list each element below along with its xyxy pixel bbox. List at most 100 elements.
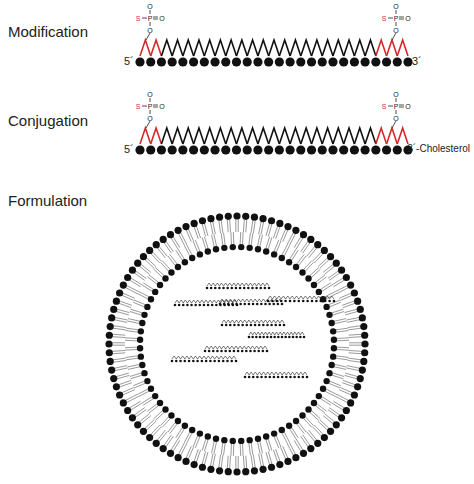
nucleotide bbox=[303, 336, 306, 339]
lipid-head bbox=[359, 314, 366, 321]
backbone bbox=[249, 332, 304, 335]
lipid-head bbox=[259, 215, 266, 222]
lipid-head bbox=[357, 306, 364, 313]
lipid-head bbox=[124, 407, 131, 414]
lipid-tail bbox=[131, 375, 142, 379]
nucleotide bbox=[244, 376, 247, 379]
lipid-tail bbox=[251, 233, 253, 245]
lipid-tail bbox=[178, 429, 184, 439]
lipid-head bbox=[157, 282, 163, 288]
lipid-head bbox=[343, 274, 350, 281]
lipid-tail bbox=[125, 394, 137, 400]
lipid-head bbox=[216, 214, 223, 221]
nucleotide bbox=[298, 300, 301, 303]
bond bbox=[396, 10, 397, 14]
lipid-head bbox=[140, 253, 147, 260]
lipid-head bbox=[238, 244, 244, 250]
lipid-tail bbox=[348, 326, 361, 328]
nucleotide bbox=[188, 360, 191, 363]
nucleotide bbox=[218, 287, 221, 290]
nucleotide bbox=[257, 350, 260, 353]
lipid-tail bbox=[294, 237, 301, 248]
lipid-tail bbox=[337, 347, 349, 349]
lipid-head bbox=[108, 366, 115, 373]
lipid-tail bbox=[329, 300, 340, 305]
strand-end: 5´ bbox=[124, 56, 134, 67]
lipid-tail bbox=[214, 442, 217, 454]
lipid-tail bbox=[299, 256, 306, 266]
lipid-head bbox=[120, 282, 127, 289]
lipid-tail bbox=[287, 444, 293, 456]
lipid-head bbox=[221, 245, 227, 251]
nucleotide bbox=[244, 303, 247, 306]
nucleotide bbox=[371, 145, 380, 154]
lipid-tail bbox=[259, 454, 262, 467]
lipid-tail bbox=[151, 253, 160, 263]
lipid-head bbox=[292, 227, 299, 234]
lipid-tail bbox=[349, 345, 362, 346]
nucleotide bbox=[245, 350, 248, 353]
lipid-head bbox=[351, 391, 358, 398]
lipid-tail bbox=[126, 356, 138, 358]
lipid-head bbox=[360, 323, 367, 330]
lipid-tail bbox=[114, 366, 127, 369]
nucleotide bbox=[212, 350, 215, 353]
lipid-head bbox=[137, 337, 143, 343]
lipid-tail bbox=[304, 261, 312, 270]
lipid-head bbox=[321, 434, 328, 441]
lipid-tail bbox=[120, 301, 132, 305]
nucleotide bbox=[232, 57, 241, 66]
backbone bbox=[247, 40, 258, 56]
lipid-tail bbox=[266, 237, 270, 248]
lipid-head bbox=[333, 421, 340, 428]
lipid-tail bbox=[133, 302, 144, 307]
nucleotide bbox=[223, 304, 226, 307]
lipid-tail bbox=[146, 421, 156, 430]
lipid-tail bbox=[164, 243, 171, 254]
lipid-tail bbox=[123, 390, 135, 395]
lipid-head bbox=[314, 241, 321, 248]
backbone bbox=[215, 128, 226, 144]
lipid-tail bbox=[245, 219, 247, 232]
lipid-tail bbox=[268, 439, 272, 450]
lipid-tail bbox=[115, 317, 128, 320]
lipid-tail bbox=[249, 233, 251, 245]
lipid-head bbox=[242, 468, 249, 475]
nucleotide bbox=[186, 304, 189, 307]
lipid-tail bbox=[153, 427, 162, 437]
lipid-tail bbox=[229, 456, 231, 469]
nucleotide bbox=[324, 300, 327, 303]
nucleotide bbox=[276, 300, 279, 303]
nucleotide bbox=[258, 324, 261, 327]
backbone bbox=[215, 40, 226, 56]
nucleotide bbox=[255, 287, 258, 290]
lipid-tail bbox=[186, 446, 191, 458]
lipid-head bbox=[263, 248, 269, 254]
nucleotide bbox=[259, 336, 262, 339]
lipid-tail bbox=[259, 221, 262, 234]
lipid-tail bbox=[221, 443, 223, 455]
atom-label: O bbox=[393, 115, 398, 122]
lipid-tail bbox=[281, 447, 286, 459]
lipid-tail bbox=[123, 293, 135, 298]
lipid-tail bbox=[325, 291, 336, 297]
lipid-tail bbox=[154, 269, 163, 277]
backbone bbox=[301, 128, 312, 144]
backbone bbox=[376, 128, 387, 144]
nucleotide bbox=[253, 350, 256, 353]
lipid-tail bbox=[242, 444, 244, 456]
lipid-head bbox=[271, 430, 277, 436]
nucleotide bbox=[266, 350, 269, 353]
lipid-head bbox=[191, 220, 198, 227]
nucleotide bbox=[320, 300, 323, 303]
lipid-head bbox=[144, 378, 150, 384]
atom-label: P bbox=[148, 15, 153, 22]
lipid-tail bbox=[332, 278, 343, 285]
backbone bbox=[268, 296, 334, 299]
bond bbox=[396, 22, 397, 26]
nucleotide bbox=[178, 57, 187, 66]
lipid-tail bbox=[126, 328, 138, 330]
lipid-tail bbox=[235, 456, 236, 469]
bond bbox=[142, 18, 147, 19]
lipid-tail bbox=[219, 220, 221, 233]
